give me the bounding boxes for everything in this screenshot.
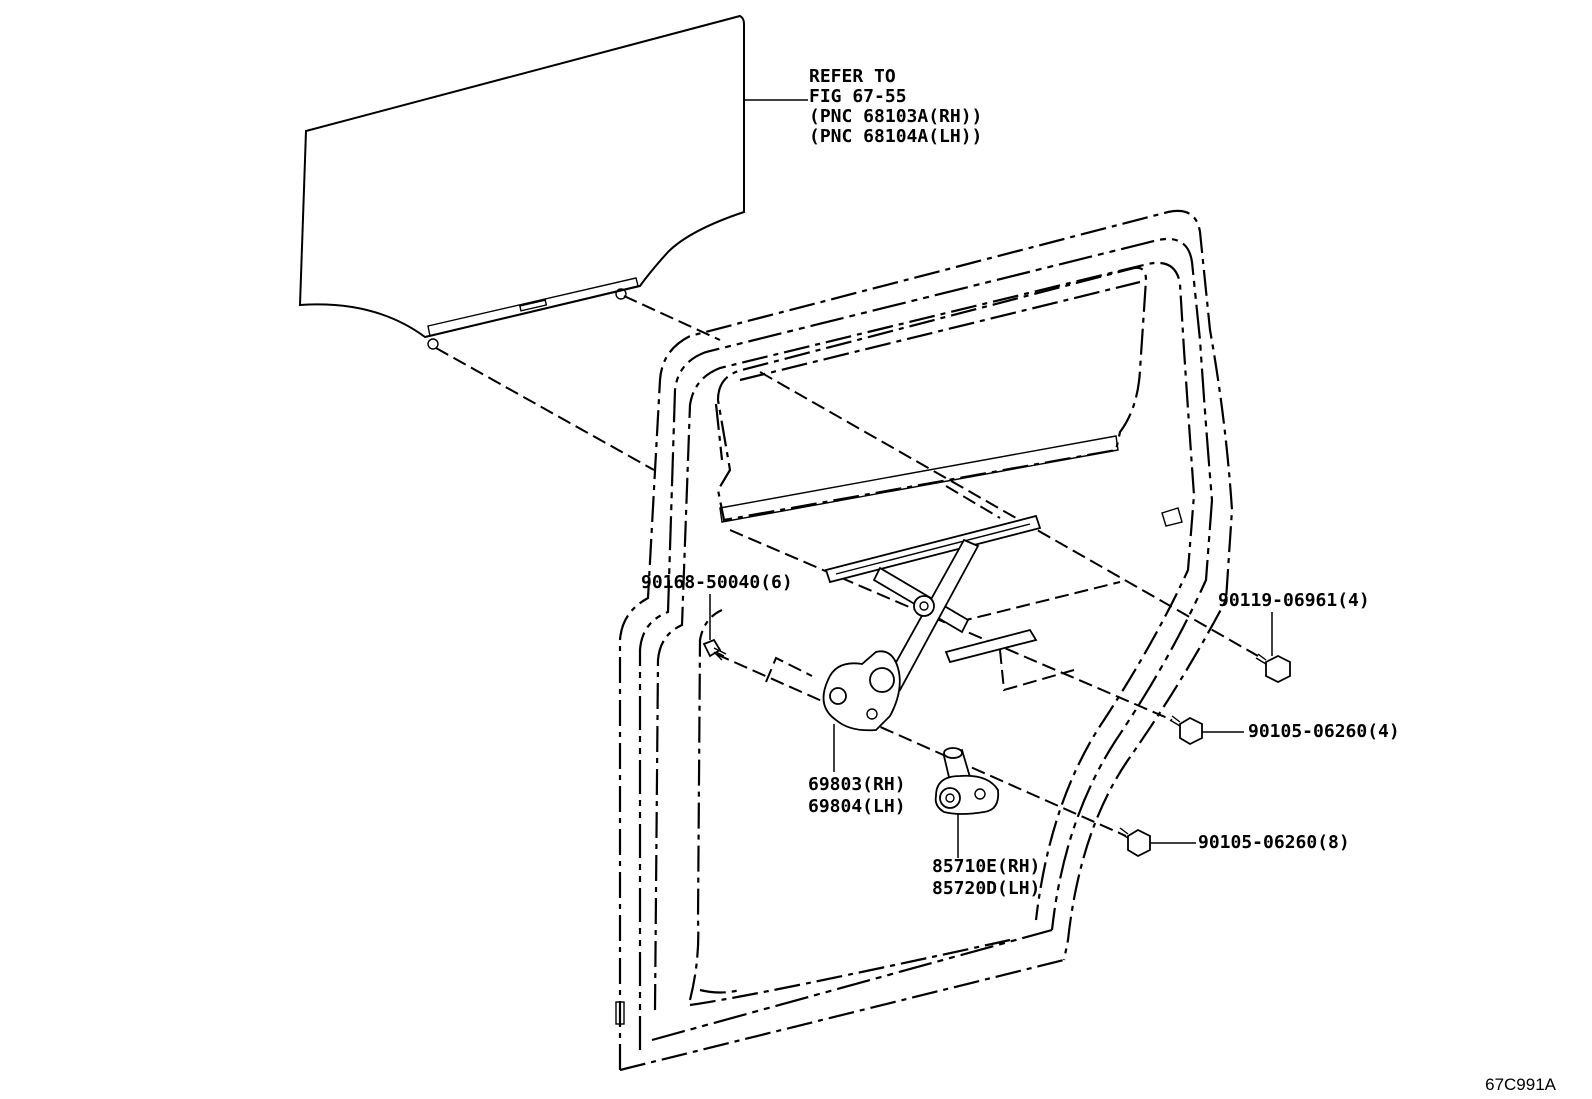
callout-bolt-90105-b: 90105-06260(8) [1198,832,1350,853]
callout-regulator-lh: 69804(LH) [808,796,906,817]
callout-motor-lh: 85720D(LH) [932,878,1040,899]
refer-note-line-1: REFER TO [809,66,896,87]
refer-note-line-2: FIG 67-55 [809,86,907,107]
callout-motor-rh: 85710E(RH) [932,856,1040,877]
door-glass [298,14,745,350]
callout-bolt-90168: 90168-50040(6) [641,572,793,593]
bolt-90119 [1255,653,1291,684]
bolt-90105-a [1169,715,1203,746]
refer-note-line-3: (PNC 68103A(RH)) [809,106,982,127]
bolt-90105-b [1117,827,1151,858]
door-frame [615,209,1234,1072]
figure-id: 67C991A [1485,1075,1557,1094]
window-regulator [822,514,1042,732]
callout-regulator-rh: 69803(RH) [808,774,906,795]
callout-bolt-90119: 90119-06961(4) [1218,590,1370,611]
regulator-motor [934,747,1000,815]
refer-note: REFER TO FIG 67-55 (PNC 68103A(RH)) (PNC… [809,66,982,147]
refer-note-line-4: (PNC 68104A(LH)) [809,126,982,147]
callout-bolt-90105-a: 90105-06260(4) [1248,721,1400,742]
bolt-90168 [702,638,727,661]
assembly-lines [435,295,1259,837]
